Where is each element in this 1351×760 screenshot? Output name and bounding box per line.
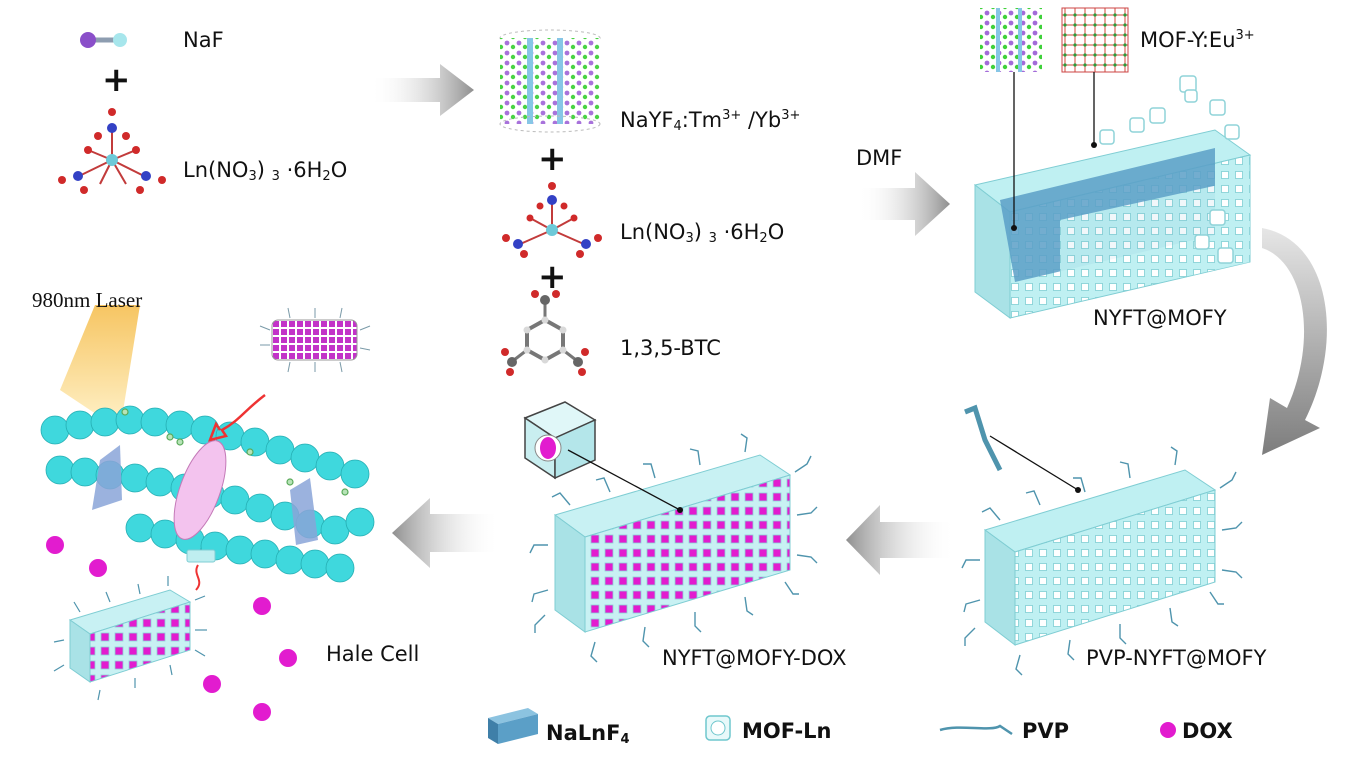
plus-sign-3: + [538, 257, 567, 297]
mof-y-eu-crystal-icon [980, 7, 1129, 73]
dmf-label: DMF [856, 146, 903, 170]
plus-sign-2: + [538, 139, 567, 179]
btc-molecule-icon [501, 290, 589, 376]
legend-mof-ln-icon [705, 715, 731, 741]
nyft-mofy-dox-label: NYFT@MOFY-DOX [662, 646, 847, 670]
dox-molecules [46, 536, 297, 721]
mof-y-eu-label: MOF-Y:Eu3+ [1140, 28, 1255, 52]
laser-beam [60, 305, 140, 430]
legend-dox-icon [1160, 722, 1176, 738]
cell-membrane [40, 405, 375, 583]
arrow-to-nayf4 [370, 64, 474, 116]
legend-nalnf4-icon [488, 708, 538, 744]
ln-nitrate-molecule-2-icon [502, 182, 602, 258]
btc-label: 1,3,5-BTC [620, 336, 721, 360]
naf-label: NaF [183, 28, 224, 52]
nayf4-label: NaYF4:Tm3+ /Yb3+ [620, 108, 801, 134]
legend-mof-ln-label: MOF-Ln [742, 719, 832, 743]
arrow-to-dox [846, 505, 955, 575]
arrow-to-cell [392, 498, 500, 568]
plus-sign-1: + [102, 60, 131, 100]
nyft-mofy-label: NYFT@MOFY [1093, 306, 1227, 330]
ln-nitrate-label-1: Ln(NO3) 3 ·6H2O [183, 158, 348, 184]
nanorod-release-icon [207, 307, 371, 442]
legend-pvp-label: PVP [1022, 719, 1070, 743]
pvp-nyft-mofy-particle [961, 404, 1243, 676]
legend-dox-label: DOX [1182, 719, 1233, 743]
naf-molecule-icon [80, 32, 127, 48]
arrow-to-nyft-mofy [858, 172, 950, 236]
nyft-mofy-dox-particle [523, 401, 818, 663]
hale-cell-label: Hale Cell [326, 642, 420, 666]
legend-pvp-icon [939, 724, 1013, 736]
cell-nanoparticle [53, 549, 216, 701]
ln-nitrate-molecule-icon [58, 108, 166, 194]
mof-cage-dox-icon [523, 401, 597, 480]
nayf4-crystal-icon [499, 29, 601, 133]
pvp-nyft-mofy-label: PVP-NYFT@MOFY [1086, 646, 1267, 670]
ln-nitrate-label-2: Ln(NO3) 3 ·6H2O [620, 220, 785, 246]
legend-nalnf4-label: NaLnF4 [546, 721, 630, 747]
laser-label: 980nm Laser [32, 288, 143, 312]
curved-arrow-to-pvp [1262, 228, 1327, 455]
nyft-mofy-particle [973, 72, 1252, 319]
